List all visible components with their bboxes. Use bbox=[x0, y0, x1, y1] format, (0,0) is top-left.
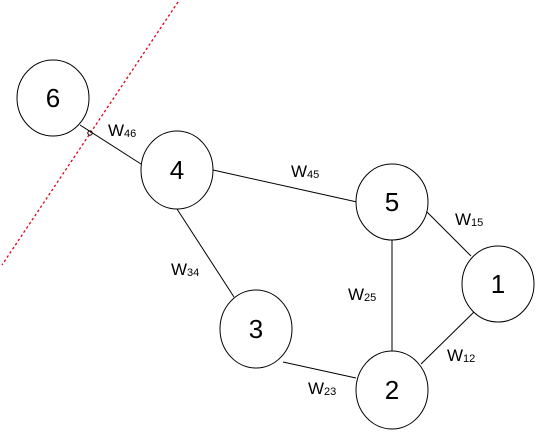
edge-3-2 bbox=[282, 361, 357, 379]
node-label-4: 4 bbox=[170, 155, 184, 185]
edge-label-w25: W25 bbox=[348, 285, 376, 304]
node-circle-1 bbox=[461, 245, 535, 323]
node-label-2: 2 bbox=[385, 375, 399, 405]
node-4: 4 bbox=[140, 130, 214, 210]
node-1: 1 bbox=[461, 245, 535, 323]
node-label-6: 6 bbox=[46, 83, 60, 113]
node-5: 5 bbox=[355, 163, 429, 241]
node-label-5: 5 bbox=[385, 187, 399, 217]
node-6: 6 bbox=[16, 59, 90, 137]
node-2: 2 bbox=[355, 350, 429, 430]
node-circle-3 bbox=[219, 289, 293, 369]
edge-5-1 bbox=[426, 211, 472, 257]
edge-label-w46: W46 bbox=[108, 121, 136, 140]
node-circle-6 bbox=[16, 59, 90, 137]
node-circle-5 bbox=[355, 163, 429, 241]
edge-label-w34: W34 bbox=[171, 260, 199, 279]
node-3: 3 bbox=[219, 289, 293, 369]
node-circle-2 bbox=[355, 350, 429, 430]
cut-point-marker bbox=[87, 130, 93, 136]
edge-label-w12: W12 bbox=[447, 346, 475, 365]
edge-2-1 bbox=[420, 310, 476, 365]
edge-label-w23: W23 bbox=[308, 379, 336, 398]
node-label-3: 3 bbox=[249, 314, 263, 344]
edge-6-4 bbox=[79, 124, 142, 165]
edge-label-w15: W15 bbox=[455, 210, 483, 229]
cut-line bbox=[1, 1, 179, 266]
edge-4-3 bbox=[176, 208, 235, 298]
node-label-1: 1 bbox=[491, 269, 505, 299]
edge-4-5 bbox=[212, 169, 358, 203]
edges-layer bbox=[79, 124, 476, 379]
nodes-layer: 6 4 5 3 2 1 bbox=[16, 59, 535, 430]
edge-label-w45: W45 bbox=[291, 162, 319, 181]
node-circle-4 bbox=[140, 130, 214, 210]
